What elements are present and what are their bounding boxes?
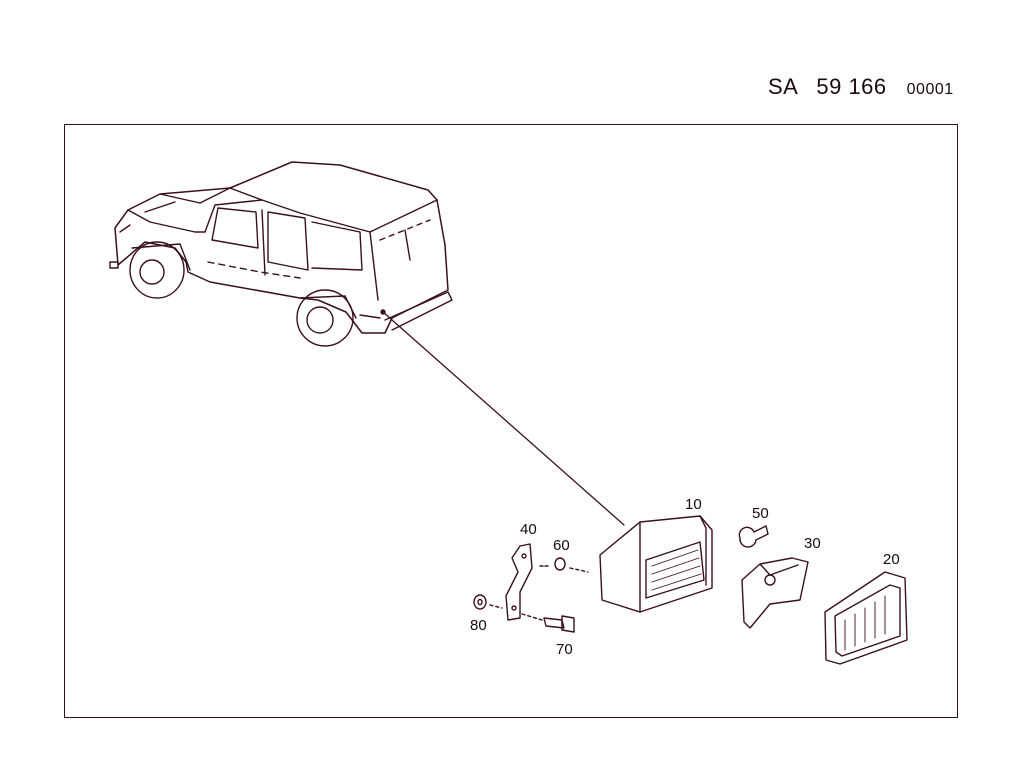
header-sheet: 00001 <box>906 81 954 98</box>
label-part-80: 80 <box>470 617 487 634</box>
header-prefix: SA <box>768 74 799 99</box>
label-part-20: 20 <box>883 551 900 568</box>
label-part-30: 30 <box>804 535 821 552</box>
label-part-40: 40 <box>520 521 537 538</box>
sheet-header: SA 59 166 00001 <box>768 74 954 100</box>
part-50-bulb <box>738 525 769 548</box>
part-10-lamp-assembly <box>599 515 713 613</box>
label-part-10: 10 <box>685 496 702 513</box>
header-number: 59 166 <box>816 74 887 99</box>
part-30-reflector <box>741 557 809 629</box>
part-40-bracket <box>505 543 533 621</box>
diagram-frame <box>64 124 958 718</box>
part-60-nut <box>539 557 589 573</box>
label-part-50: 50 <box>752 505 769 522</box>
vehicle-illustration <box>109 161 453 347</box>
part-20-lens <box>824 571 908 665</box>
label-part-60: 60 <box>553 537 570 554</box>
part-70-bolt <box>521 613 575 633</box>
leader-origin-dot <box>380 309 386 315</box>
leader-line <box>382 311 625 526</box>
part-80-washer <box>473 594 503 610</box>
label-part-70: 70 <box>556 641 573 658</box>
